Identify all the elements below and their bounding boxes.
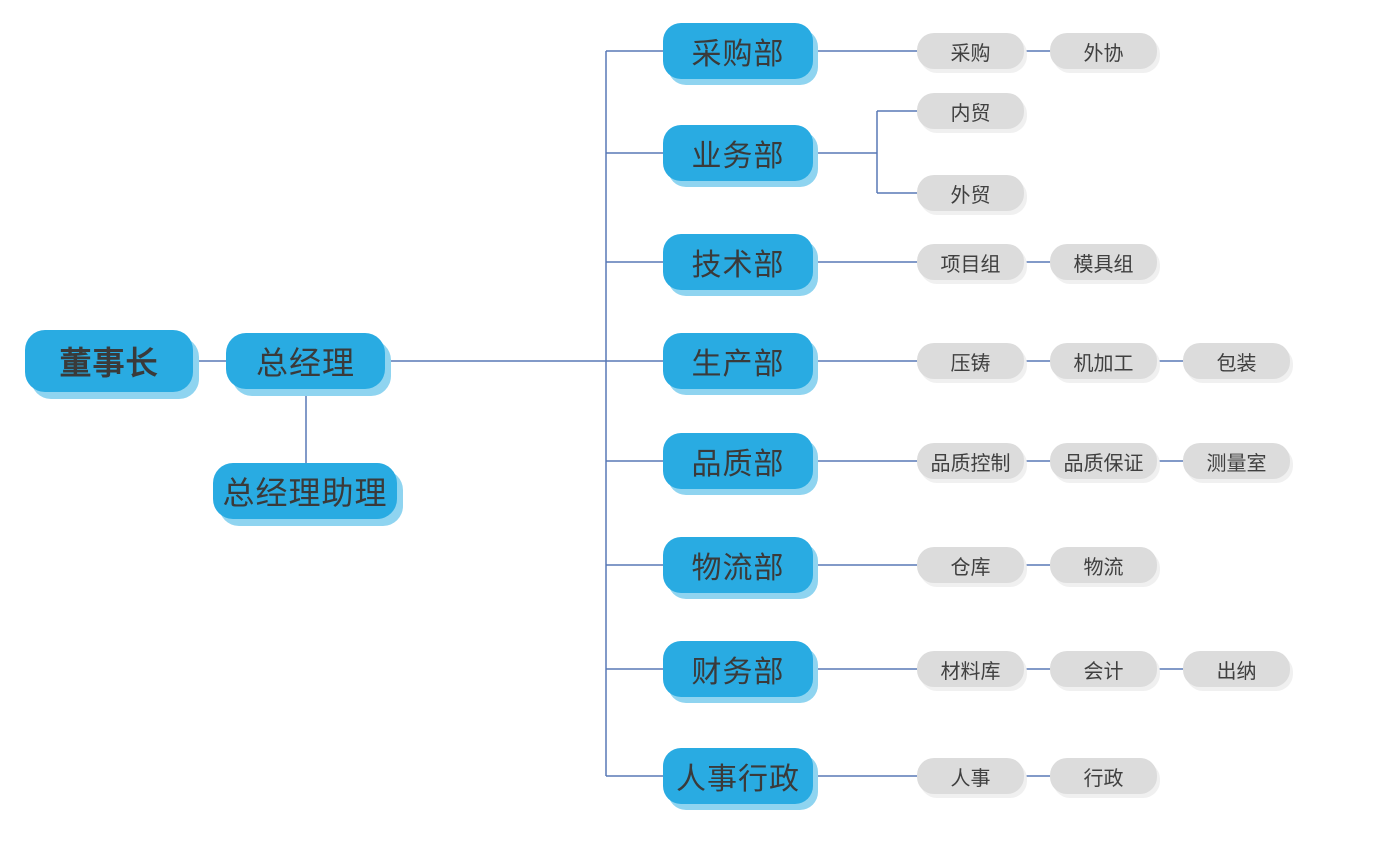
dept-node-logistics: 物流部 xyxy=(663,537,813,593)
sub-node-admin: 行政 xyxy=(1050,758,1157,794)
dept-node-production: 生产部 xyxy=(663,333,813,389)
sub-node-outsourcing: 外协 xyxy=(1050,33,1157,69)
sub-node-cashier: 出纳 xyxy=(1183,651,1290,687)
sub-node-material-warehouse: 材料库 xyxy=(917,651,1024,687)
sub-node-foreign-trade: 外贸 xyxy=(917,175,1024,211)
sub-node-machining: 机加工 xyxy=(1050,343,1157,379)
sub-node-procurement: 采购 xyxy=(917,33,1024,69)
sub-node-mold-team: 模具组 xyxy=(1050,244,1157,280)
dept-node-purchasing: 采购部 xyxy=(663,23,813,79)
sub-node-packaging: 包装 xyxy=(1183,343,1290,379)
executive-connectors xyxy=(193,360,663,463)
node-general-manager: 总经理 xyxy=(226,333,385,389)
sub-node-project-team: 项目组 xyxy=(917,244,1024,280)
dept-node-technology: 技术部 xyxy=(663,234,813,290)
dept-node-business: 业务部 xyxy=(663,125,813,181)
node-gm-assistant: 总经理助理 xyxy=(213,463,397,519)
node-chairman: 董事长 xyxy=(25,330,193,392)
sub-node-warehouse: 仓库 xyxy=(917,547,1024,583)
sub-node-measurement-room: 测量室 xyxy=(1183,443,1290,479)
dept-node-quality: 品质部 xyxy=(663,433,813,489)
sub-node-hr: 人事 xyxy=(917,758,1024,794)
subunit-connectors xyxy=(813,50,1183,777)
trunk-connectors xyxy=(605,50,663,777)
sub-node-quality-control: 品质控制 xyxy=(917,443,1024,479)
dept-node-hr-admin: 人事行政 xyxy=(663,748,813,804)
sub-node-accounting: 会计 xyxy=(1050,651,1157,687)
business-fork-connectors xyxy=(813,110,917,194)
sub-node-domestic-trade: 内贸 xyxy=(917,93,1024,129)
sub-node-logistics: 物流 xyxy=(1050,547,1157,583)
sub-node-die-casting: 压铸 xyxy=(917,343,1024,379)
dept-node-finance: 财务部 xyxy=(663,641,813,697)
sub-node-quality-assurance: 品质保证 xyxy=(1050,443,1157,479)
